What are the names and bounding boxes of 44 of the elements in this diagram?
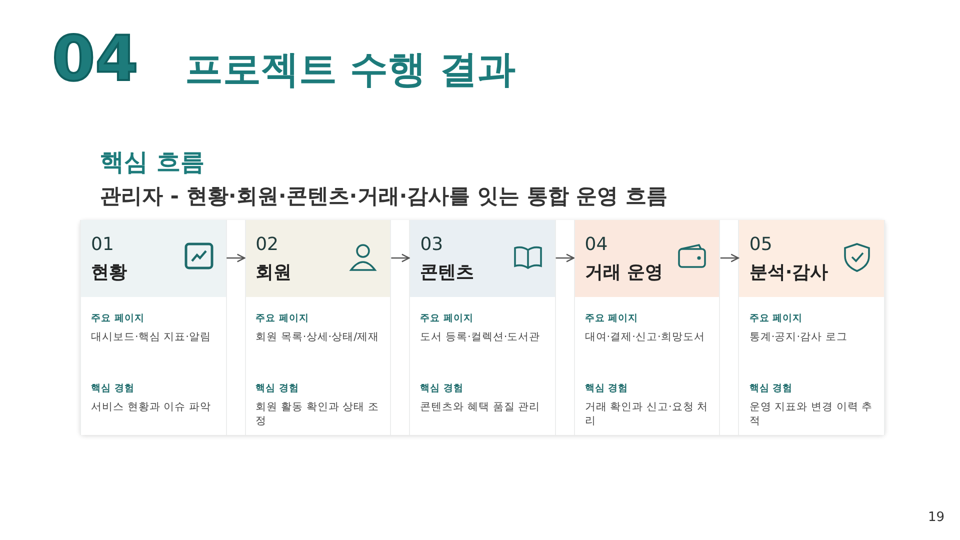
field-heading: 핵심 경험 xyxy=(420,382,464,395)
field-heading: 핵심 경험 xyxy=(256,382,299,395)
field-value: 도서 등록·컬렉션·도서관 xyxy=(420,330,542,344)
step-number: 01 xyxy=(91,234,114,255)
field-heading: 주요 페이지 xyxy=(749,312,803,325)
field-value: 거래 확인과 신고·요청 처리 xyxy=(584,400,710,428)
field-heading: 주요 페이지 xyxy=(91,312,144,325)
field-heading: 핵심 경험 xyxy=(749,382,793,395)
field-value: 대여·결제·신고·희망도서 xyxy=(584,330,706,344)
step-number: 02 xyxy=(256,234,278,255)
field-value: 운영 지표와 변경 이력 추적 xyxy=(749,400,874,428)
step-number: 05 xyxy=(749,234,772,255)
field-value: 콘텐츠와 혜택 품질 관리 xyxy=(420,400,542,414)
arrow xyxy=(391,254,410,262)
field-heading: 주요 페이지 xyxy=(584,312,638,325)
field-value: 서비스 현황과 이슈 파악 xyxy=(91,400,212,414)
step-title: 현황 xyxy=(91,261,127,284)
step-number: 03 xyxy=(420,234,444,255)
step-title: 회원 xyxy=(256,261,292,284)
arrow xyxy=(226,254,246,262)
arrow xyxy=(720,254,740,262)
field-value: 통계·공지·감사 로그 xyxy=(749,330,848,344)
field-value: 회원 목록·상세·상태/제재 xyxy=(256,330,380,344)
field-heading: 주요 페이지 xyxy=(256,312,309,325)
step-card xyxy=(244,220,392,435)
section-number: 04 xyxy=(52,24,138,94)
step-card xyxy=(574,220,720,435)
step-number: 04 xyxy=(584,234,608,255)
arrow xyxy=(556,254,574,262)
step-card xyxy=(409,220,556,435)
step-card xyxy=(738,220,885,435)
field-heading: 핵심 경험 xyxy=(584,382,628,395)
page-number: 19 xyxy=(928,510,945,525)
subtitle: 관리자 - 현황·회원·콘텐츠·거래·감사를 잇는 통합 운영 흐름 xyxy=(100,183,668,210)
step-title: 분석·감사 xyxy=(749,261,828,284)
field-value: 회원 활동 확인과 상태 조정 xyxy=(256,400,380,428)
field-heading: 주요 페이지 xyxy=(420,312,474,325)
field-heading: 핵심 경험 xyxy=(91,382,134,395)
section-heading: 핵심 흐름 xyxy=(100,147,204,178)
step-card xyxy=(80,220,227,435)
step-title: 거래 운영 xyxy=(584,261,664,284)
slide-title: 프로젝트 수행 결과 xyxy=(185,46,516,93)
step-title: 콘텐츠 xyxy=(420,261,474,284)
field-value: 대시보드·핵심 지표·알림 xyxy=(91,330,212,344)
